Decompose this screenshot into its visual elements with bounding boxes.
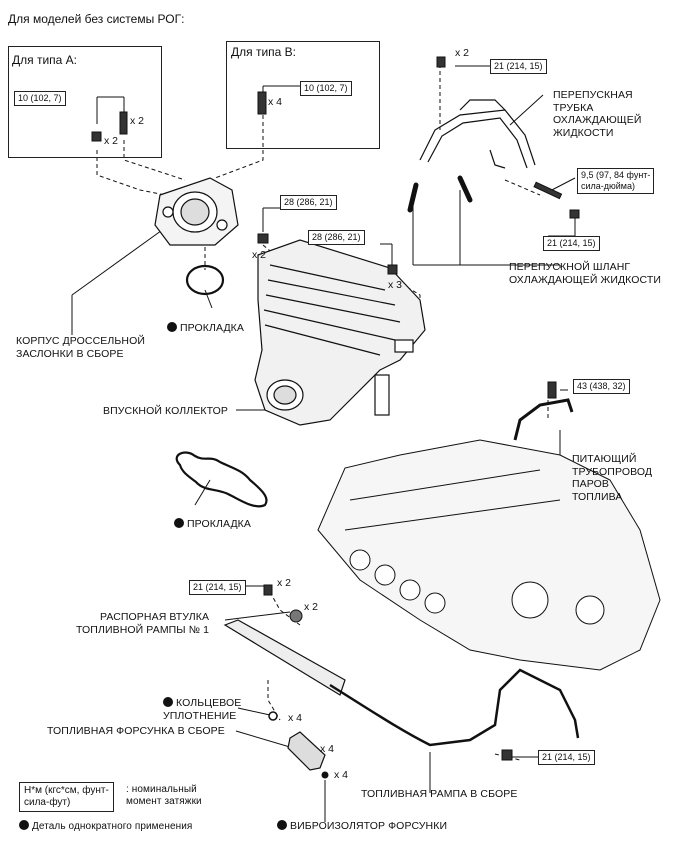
header-title: Для моделей без системы РОГ: bbox=[8, 12, 185, 26]
leader-oring bbox=[237, 707, 271, 716]
vapor-pipe-drawing bbox=[513, 398, 574, 441]
qty-insulator: x 4 bbox=[334, 769, 349, 781]
torque-spacer: 21 (214, 15) bbox=[189, 580, 246, 595]
injector-drawing bbox=[287, 731, 326, 771]
qty-injector: x 4 bbox=[320, 743, 335, 755]
legend-unit-desc: : номинальный момент затяжки bbox=[126, 784, 202, 807]
single-use-dot bbox=[163, 697, 173, 707]
leader-spacer bbox=[224, 611, 291, 621]
qty-spacer: x 2 bbox=[304, 601, 319, 613]
legend-unit-box: Н*м (кгс*см, фунт- сила-фут) bbox=[19, 782, 114, 812]
label-insulator: ВИБРОИЗОЛЯТОР ФОРСУНКИ bbox=[277, 820, 447, 833]
legend-single-use: Деталь однократного применения bbox=[19, 820, 192, 834]
qty-oring: x 4 bbox=[288, 712, 303, 724]
qty-b-bolt: x 4 bbox=[268, 96, 283, 108]
engine-block-drawing bbox=[317, 439, 661, 671]
torque-a-bolt: 10 (102, 7) bbox=[14, 91, 66, 106]
frame-type-a bbox=[8, 46, 162, 158]
single-use-dot bbox=[174, 518, 184, 528]
fastener-drawings bbox=[91, 56, 580, 761]
single-use-dot bbox=[277, 820, 287, 830]
dash-rail-bolt bbox=[494, 753, 521, 761]
dash-bypass-side bbox=[504, 179, 541, 196]
frame-type-b-title: Для типа В: bbox=[231, 45, 297, 59]
leader-bypass-pipe bbox=[509, 94, 544, 126]
label-bypass-pipe: ПЕРЕПУСКНАЯ ТРУБКА ОХЛАЖДАЮЩЕЙ ЖИДКОСТИ bbox=[553, 89, 642, 139]
bypass-hose-drawing bbox=[407, 175, 473, 213]
qty-a-bolt: x 2 bbox=[130, 115, 145, 127]
frame-type-b bbox=[226, 41, 380, 149]
label-gasket-bottom: ПРОКЛАДКА bbox=[174, 518, 251, 531]
dash-manifold-left bbox=[262, 244, 276, 256]
torque-rail: 21 (214, 15) bbox=[538, 750, 595, 765]
oring-drawing bbox=[268, 711, 278, 721]
dash-b bbox=[214, 115, 264, 179]
single-use-dot bbox=[167, 322, 177, 332]
qty-a-nut: x 2 bbox=[104, 135, 119, 147]
bypass-pipe-drawing bbox=[419, 99, 536, 169]
label-oring: КОЛЬЦЕВОЕ УПЛОТНЕНИЕ bbox=[163, 697, 242, 722]
qty-manifold-right: x 3 bbox=[388, 279, 403, 291]
gasket-bottom-drawing bbox=[175, 451, 268, 508]
single-use-dot bbox=[19, 820, 29, 830]
intake-manifold-drawing bbox=[254, 239, 426, 426]
insulator-drawing bbox=[321, 771, 329, 779]
label-injector: ТОПЛИВНАЯ ФОРСУНКА В СБОРЕ bbox=[47, 725, 225, 737]
label-gasket-top: ПРОКЛАДКА bbox=[167, 322, 244, 335]
qty-manifold-left: x 2 bbox=[252, 249, 267, 261]
gasket-top-drawing bbox=[185, 264, 225, 296]
throttle-body-drawing bbox=[154, 177, 239, 246]
label-rail-spacer: РАСПОРНАЯ ВТУЛКА ТОПЛИВНОЙ РАМПЫ № 1 bbox=[76, 611, 210, 636]
label-intake-manifold: ВПУСКНОЙ КОЛЛЕКТОР bbox=[103, 405, 228, 417]
label-throttle-body: КОРПУС ДРОССЕЛЬНОЙ ЗАСЛОНКИ В СБОРЕ bbox=[16, 335, 145, 360]
label-vapor-pipe: ПИТАЮЩИЙ ТРУБОПРОВОД ПАРОВ ТОПЛИВА bbox=[572, 453, 653, 503]
label-fuel-rail: ТОПЛИВНАЯ РАМПА В СБОРЕ bbox=[361, 788, 518, 800]
frame-type-a-title: Для типа А: bbox=[12, 53, 78, 67]
torque-manifold-right: 28 (286, 21) bbox=[308, 230, 365, 245]
torque-stud: 9,5 (97, 84 фунт- сила-дюйма) bbox=[577, 168, 655, 194]
qty-spacer-bolt: x 2 bbox=[277, 577, 292, 589]
qty-bypass-top: x 2 bbox=[455, 47, 470, 59]
torque-b-bolt: 10 (102, 7) bbox=[300, 81, 352, 96]
torque-bypass-top: 21 (214, 15) bbox=[490, 59, 547, 74]
leader-gasket-bottom bbox=[194, 479, 211, 506]
torque-bypass-nut: 21 (214, 15) bbox=[543, 236, 600, 251]
fuel-rail-drawing bbox=[223, 619, 580, 747]
torque-vapor: 43 (438, 32) bbox=[573, 379, 630, 394]
torque-manifold-left: 28 (286, 21) bbox=[280, 195, 337, 210]
label-bypass-hose: ПЕРЕПУСКНОЙ ШЛАНГ ОХЛАЖДАЮЩЕЙ ЖИДКОСТИ bbox=[509, 261, 662, 286]
